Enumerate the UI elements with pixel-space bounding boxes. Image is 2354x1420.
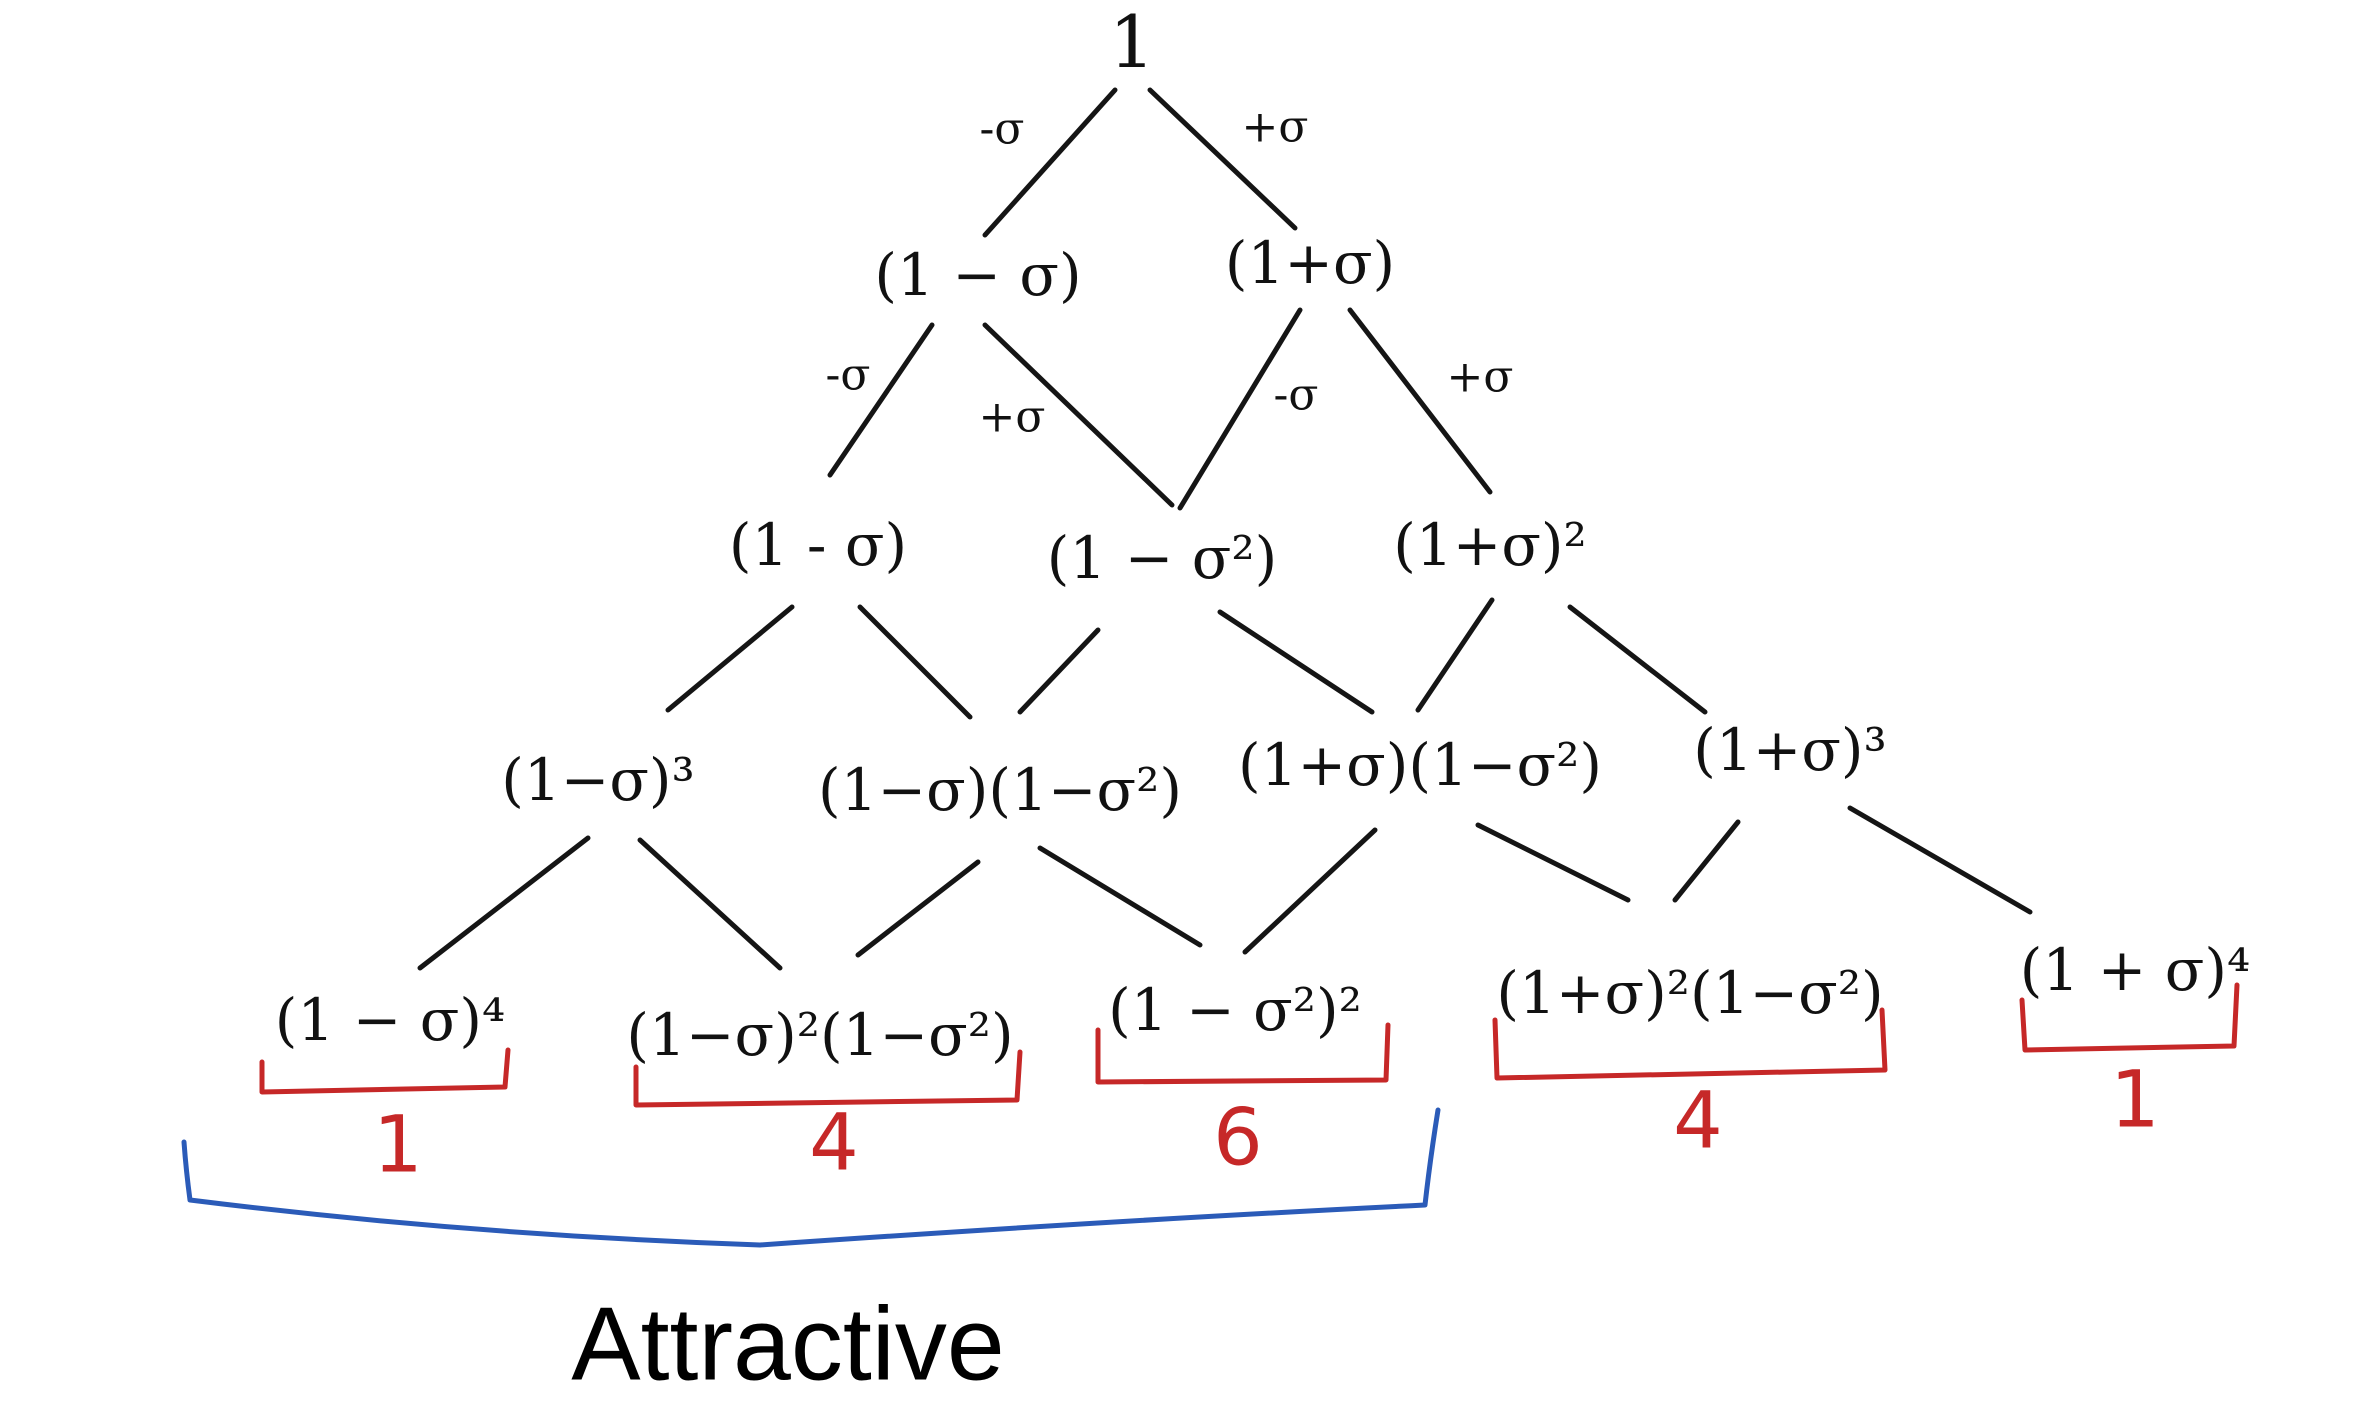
edge-r3a-left (417, 835, 591, 971)
node-r3-3: (1+σ)³ (1693, 716, 1887, 784)
tree-nodes: 1 (1 − σ) (1+σ) (1 - σ) (1 − σ²) (1+σ)² … (275, 0, 2250, 1069)
counts: 1 4 6 4 1 (373, 1055, 2160, 1190)
edge-r1b-right (1347, 307, 1493, 495)
node-root: 1 (1109, 0, 1155, 84)
edge-r1b-left (1177, 307, 1303, 511)
tree-edges (417, 87, 2033, 971)
count-4: 1 (2110, 1055, 2160, 1145)
node-r2-0: (1 - σ) (729, 511, 907, 579)
node-r4-3: (1+σ)²(1−σ²) (1496, 959, 1883, 1027)
edge-r2b-right (1217, 609, 1375, 715)
edge-r2b-left (1017, 627, 1101, 715)
edge-r3d-right (1847, 805, 2033, 915)
count-3: 4 (1673, 1076, 1723, 1166)
edge-label-r1a-left: -σ (826, 350, 871, 401)
edge-label-r1b-right: +σ (1447, 352, 1514, 403)
node-r3-2: (1+σ)(1−σ²) (1238, 731, 1602, 799)
count-0: 1 (373, 1100, 423, 1190)
edge-label-root-left: -σ (980, 104, 1025, 155)
edge-r3a-right (637, 837, 783, 971)
edge-r1a-right (982, 322, 1175, 508)
node-r4-0: (1 − σ)⁴ (275, 986, 505, 1054)
node-r4-2: (1 − σ²)² (1108, 976, 1362, 1044)
count-bracket-2 (1095, 1022, 1391, 1085)
attractive-group-bracket (181, 1107, 1441, 1248)
edge-r2a-right (857, 604, 973, 720)
count-2: 6 (1213, 1093, 1263, 1183)
count-1: 4 (809, 1098, 859, 1188)
edge-r2c-left (1415, 597, 1495, 713)
edge-label-r1a-right: +σ (979, 392, 1046, 443)
node-r1-0: (1 − σ) (874, 241, 1081, 309)
edge-label-root-right: +σ (1242, 102, 1309, 153)
edge-r3b-left (855, 859, 981, 958)
edge-labels: -σ +σ -σ +σ -σ +σ (826, 102, 1514, 443)
edge-r3c-right (1475, 822, 1631, 903)
edge-r1a-left (827, 322, 935, 478)
edge-r2c-right (1567, 604, 1708, 715)
node-r4-1: (1−σ)²(1−σ²) (626, 1001, 1013, 1069)
group-label-attractive: Attractive (571, 1286, 1004, 1402)
edge-label-r1b-left: -σ (1274, 370, 1319, 421)
node-r2-1: (1 − σ²) (1047, 524, 1277, 592)
node-r1-1: (1+σ) (1225, 229, 1395, 297)
count-bracket-3 (1492, 1007, 1888, 1081)
edge-root-right (1147, 87, 1298, 231)
node-r3-1: (1−σ)(1−σ²) (818, 756, 1182, 824)
count-brackets (259, 982, 2240, 1108)
count-bracket-4 (2019, 982, 2240, 1053)
edge-root-left (982, 87, 1118, 238)
node-r3-0: (1−σ)³ (501, 746, 695, 814)
edge-r3c-left (1242, 827, 1378, 955)
node-r4-4: (1 + σ)⁴ (2020, 936, 2250, 1004)
edge-r2a-left (665, 604, 795, 713)
edge-r3d-left (1672, 819, 1741, 903)
node-r2-2: (1+σ)² (1393, 511, 1587, 579)
count-bracket-0 (259, 1047, 511, 1095)
count-bracket-1 (633, 1049, 1023, 1108)
edge-r3b-right (1037, 845, 1203, 948)
